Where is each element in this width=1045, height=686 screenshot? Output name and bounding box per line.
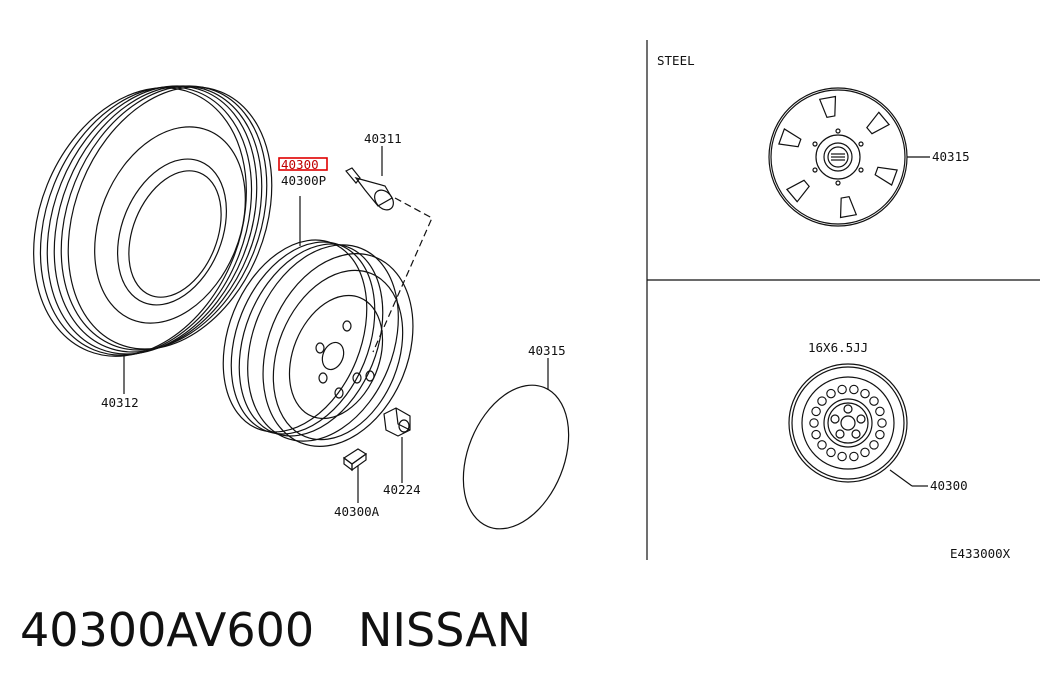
vent-hole <box>849 451 859 462</box>
vent-hole <box>877 418 887 428</box>
label-weight[interactable]: 40300A <box>334 504 380 519</box>
vent-hole <box>811 429 821 440</box>
wheel-cover-drawing <box>768 87 908 227</box>
vent-hole <box>826 388 836 399</box>
vent-hole <box>809 418 819 428</box>
brand-name: NISSAN <box>358 603 532 657</box>
highlight-box <box>278 157 328 171</box>
label-nut[interactable]: 40224 <box>383 482 421 497</box>
vent-hole <box>849 384 859 395</box>
vent-hole <box>860 447 870 458</box>
vent-hole <box>811 406 821 417</box>
valve-path-dashed <box>372 197 433 353</box>
label-cap-oval[interactable]: 40315 <box>528 343 566 358</box>
label-wheel-p[interactable]: 40300P <box>281 173 326 188</box>
part-caption: 40300AV600 NISSAN <box>20 598 531 662</box>
vent-hole <box>837 451 847 462</box>
vent-hole <box>869 440 879 450</box>
part-number: 40300AV600 <box>20 603 315 657</box>
vent-hole <box>875 406 885 417</box>
label-size: 16X6.5JJ <box>808 340 868 355</box>
panel-title: STEEL <box>657 53 695 68</box>
tire-drawing <box>33 85 273 357</box>
valve-drawing <box>345 167 394 211</box>
steel-wheel-leader <box>889 469 913 487</box>
nut-drawing <box>383 407 411 437</box>
vent-hole <box>860 388 870 399</box>
cap-oval-drawing <box>462 384 570 530</box>
vent-hole <box>817 440 827 450</box>
vent-hole <box>869 396 879 406</box>
diagram-code: E433000X <box>950 546 1011 561</box>
vent-hole <box>875 429 885 440</box>
steel-wheel-vent-holes <box>809 384 887 462</box>
vent-hole <box>826 447 836 458</box>
label-wheel-highlighted[interactable]: 40300 <box>281 157 319 172</box>
vent-hole <box>837 384 847 395</box>
label-valve[interactable]: 40311 <box>364 131 402 146</box>
wheel-drawing <box>222 239 414 447</box>
label-tire[interactable]: 40312 <box>101 395 139 410</box>
label-steel-wheel[interactable]: 40300 <box>930 478 968 493</box>
steel-wheel-drawing <box>788 363 908 483</box>
label-cover[interactable]: 40315 <box>932 149 970 164</box>
weight-drawing <box>342 448 368 472</box>
vent-hole <box>817 396 827 406</box>
